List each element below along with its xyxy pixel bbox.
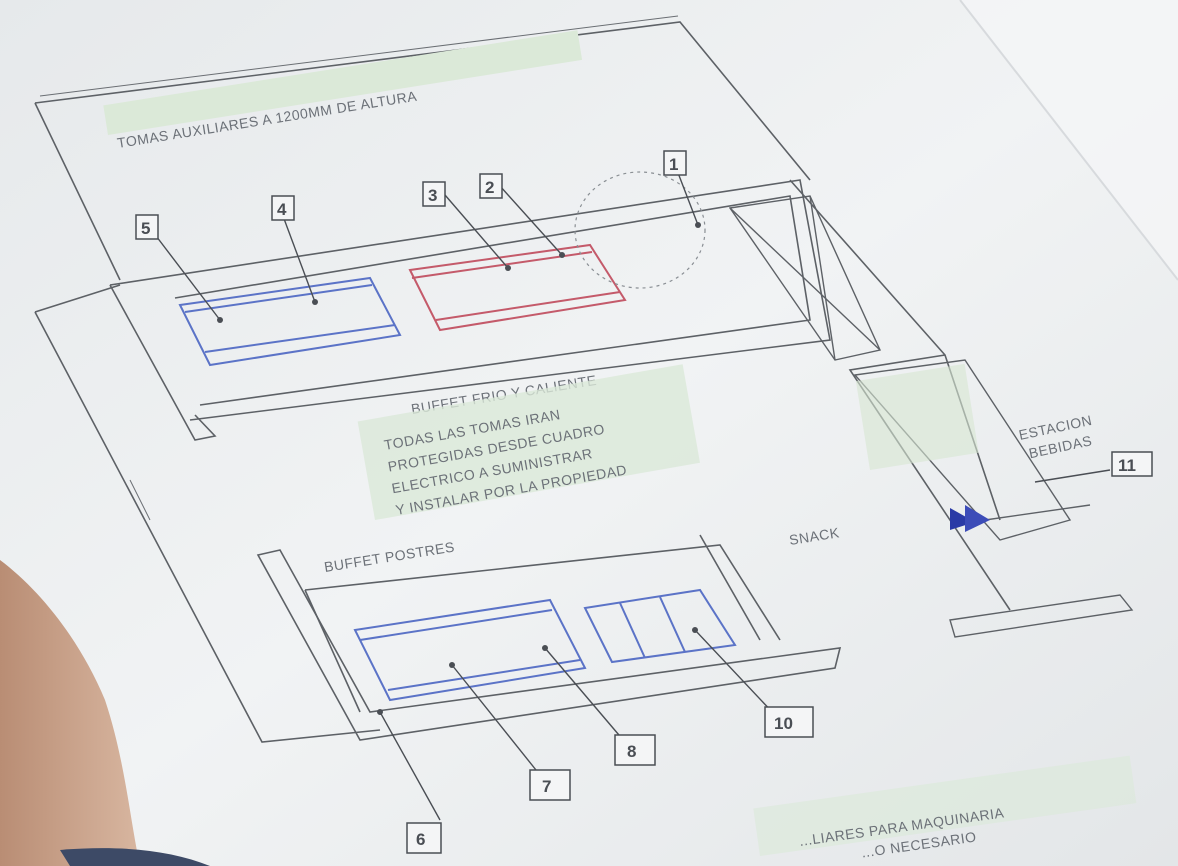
callout-11: 11 (1118, 456, 1136, 475)
callout-5: 5 (141, 219, 150, 238)
note-top-highlight (103, 30, 583, 135)
room-outline (34, 21, 1011, 743)
callout-4: 4 (277, 200, 287, 219)
callout-8: 8 (627, 742, 636, 761)
callout-7: 7 (542, 777, 551, 796)
upper-blue-unit (178, 276, 402, 367)
callout-7-box (529, 769, 571, 801)
callout-6-box (406, 822, 442, 854)
callout-1: 1 (669, 155, 678, 174)
callout-5-box (135, 214, 159, 240)
storage-box (728, 195, 881, 361)
protection-note-highlight (357, 364, 700, 520)
callout-2: 2 (485, 178, 494, 197)
drinks-station-unit (853, 359, 1134, 638)
callout-10-box (764, 706, 814, 738)
lower-counter (256, 544, 842, 741)
callout-8-box (614, 734, 656, 766)
lower-blue-unit (353, 598, 587, 702)
callout-3: 3 (428, 186, 437, 205)
callout-1-box (663, 150, 687, 176)
label-snack: SNACK (788, 524, 841, 548)
upper-counter (109, 179, 831, 441)
callout-11-box (1111, 451, 1153, 477)
callout-10: 10 (774, 714, 793, 733)
hand (0, 560, 140, 866)
callout-3-box (422, 181, 446, 207)
callout-6: 6 (416, 830, 425, 849)
callout-2-box (479, 173, 503, 199)
dashed-circle (574, 171, 706, 289)
lower-blue-rack (583, 588, 737, 664)
callout-4-box (271, 195, 295, 221)
